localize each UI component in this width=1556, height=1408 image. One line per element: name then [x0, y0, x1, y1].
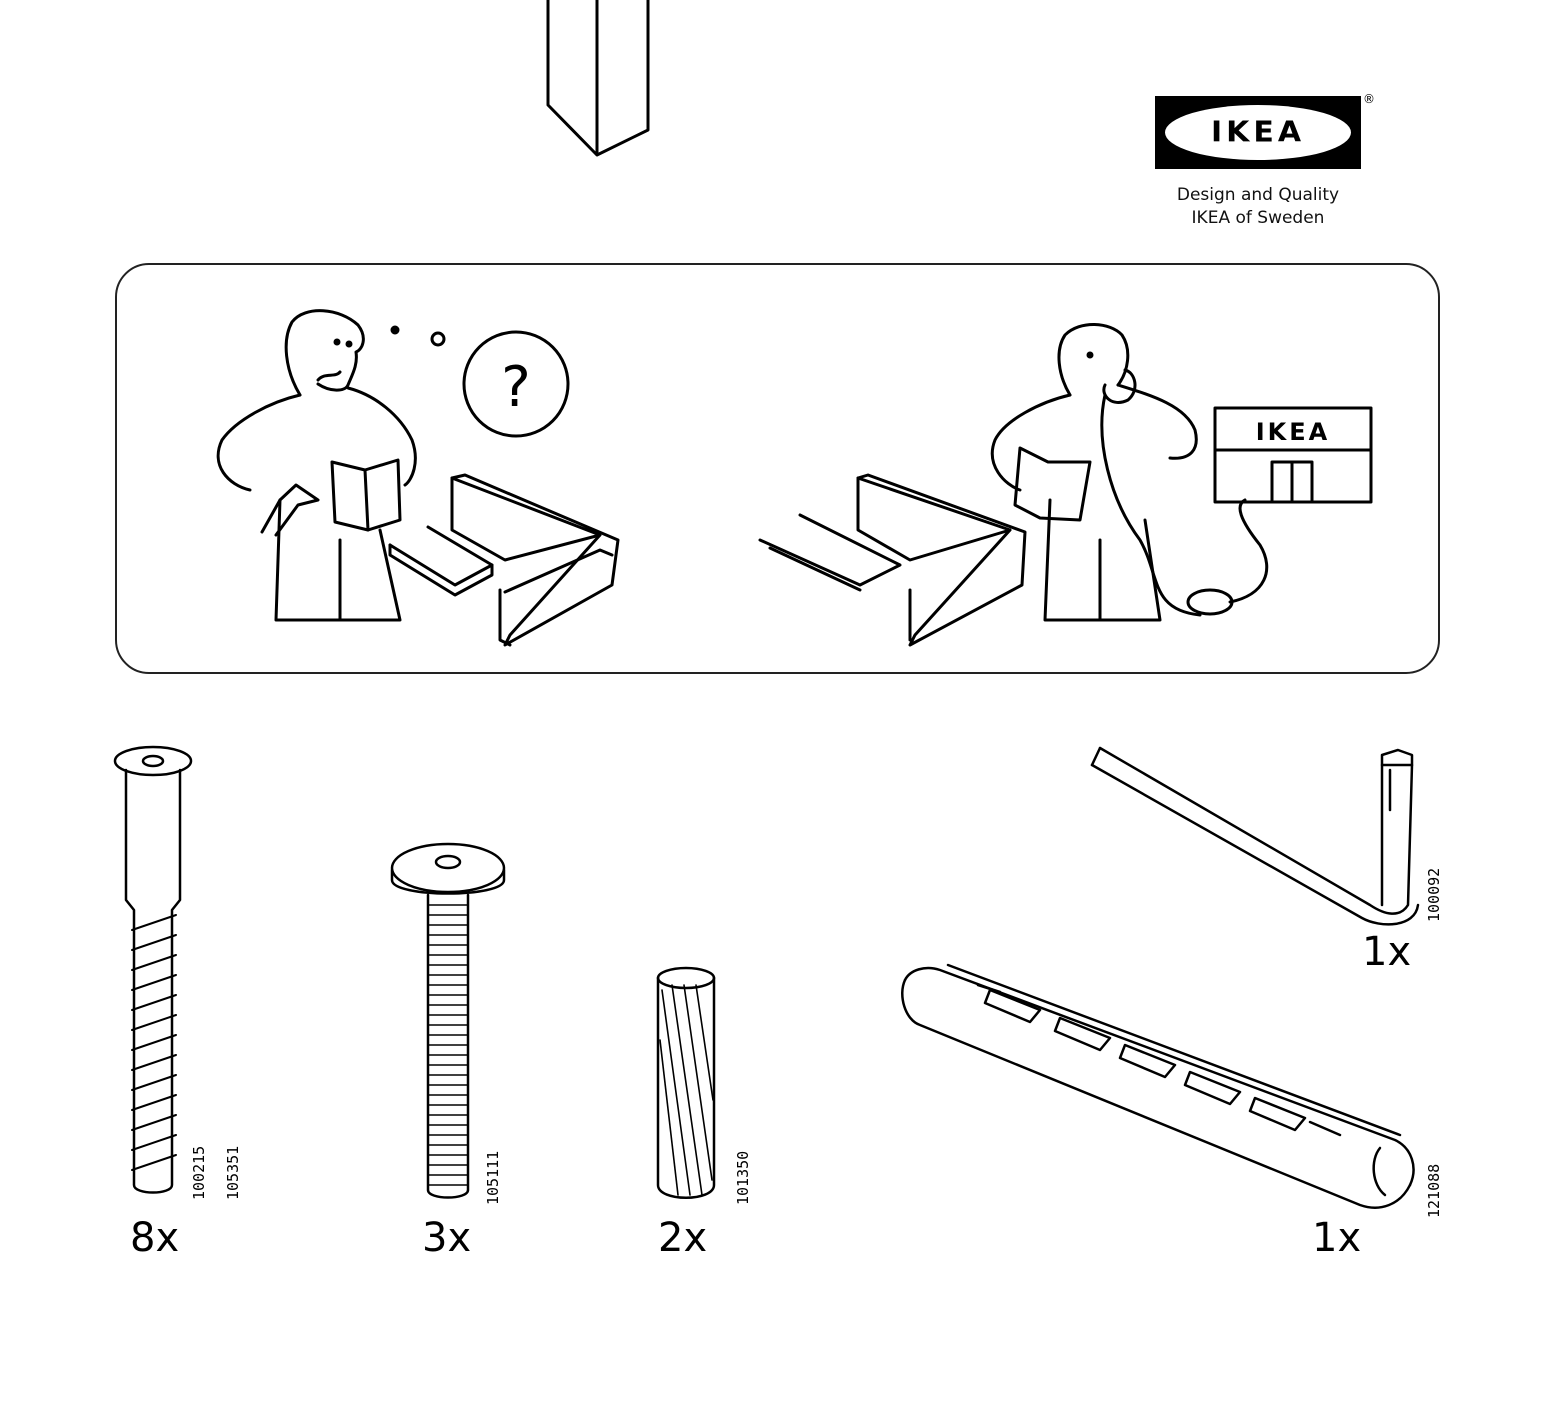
question-bubble [462, 330, 570, 438]
connector-bolt-icon [390, 842, 506, 1199]
part-code-105111: 105111 [484, 1150, 502, 1205]
question-mark: ? [501, 355, 531, 420]
store-building [1213, 406, 1373, 504]
right-boards [758, 473, 1027, 647]
part-code-105351: 105351 [224, 1145, 242, 1200]
cam-screw-icon [113, 745, 193, 1194]
allen-key-icon [1090, 746, 1420, 926]
tagline: Design and Quality IKEA of Sweden [1130, 184, 1386, 230]
quantity-connector-bolt: 3x [422, 1215, 472, 1261]
logo-text: IKEA [1210, 115, 1306, 150]
quantity-cam-screw: 8x [130, 1215, 180, 1261]
store-sign-text: IKEA [1256, 418, 1331, 446]
part-code-101350: 101350 [734, 1150, 752, 1205]
part-code-100215: 100215 [190, 1145, 208, 1200]
part-code-121088: 121088 [1425, 1163, 1443, 1218]
quantity-rail-bracket: 1x [1312, 1215, 1362, 1261]
part-code-100092: 100092 [1425, 867, 1443, 922]
wooden-dowel-icon [656, 966, 716, 1199]
quantity-wooden-dowel: 2x [658, 1215, 708, 1261]
tagline-line-1: Design and Quality [1176, 185, 1340, 205]
help-panel [115, 263, 1440, 674]
quantity-allen-key: 1x [1362, 929, 1412, 975]
left-boards [388, 473, 620, 647]
ikea-logo: IKEA [1155, 96, 1361, 169]
rail-bracket-icon [901, 963, 1415, 1209]
phoning-man-figure [990, 323, 1269, 622]
tagline-line-2: IKEA of Sweden [1191, 208, 1325, 228]
registered-mark: ® [1363, 92, 1375, 106]
confused-man-figure [216, 309, 417, 622]
